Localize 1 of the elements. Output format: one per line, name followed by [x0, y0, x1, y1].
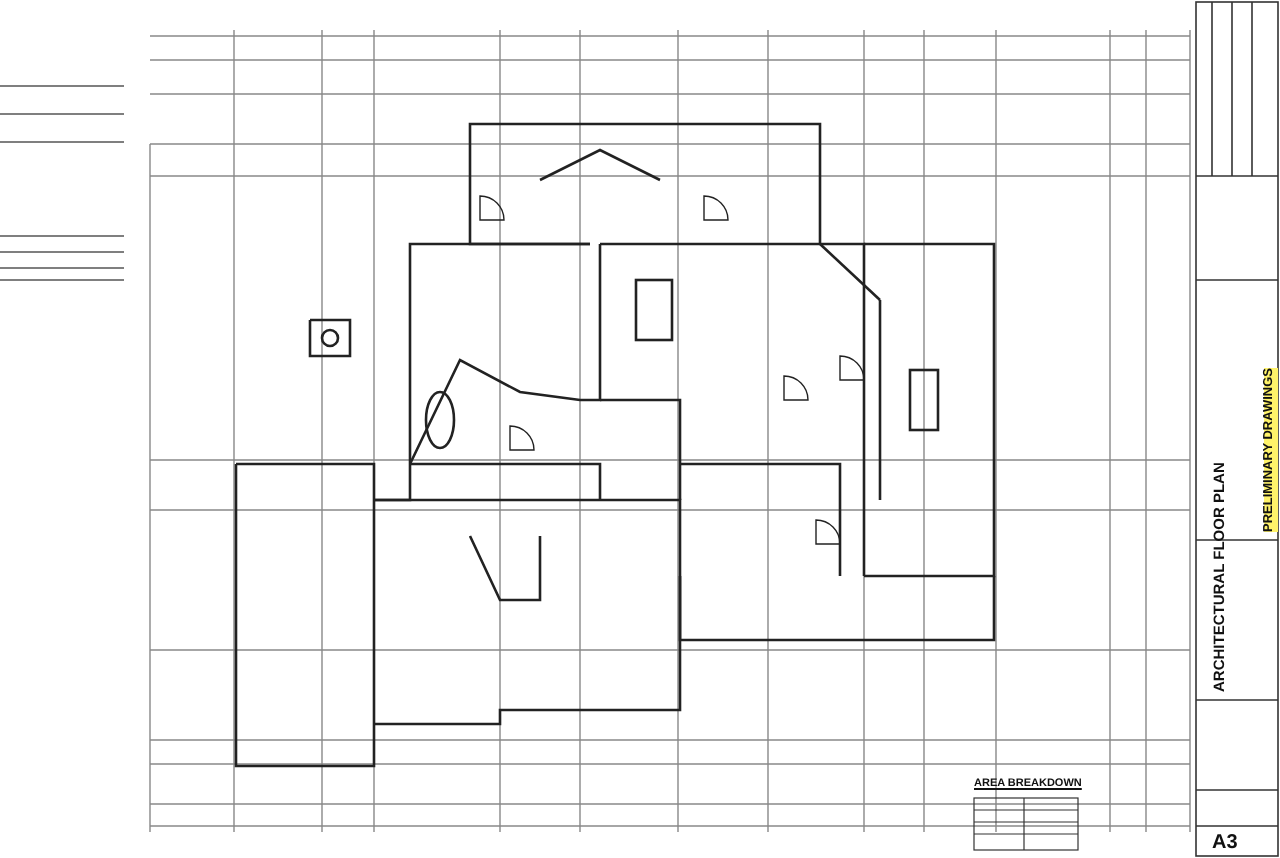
sheet-number: A3: [1212, 834, 1238, 854]
